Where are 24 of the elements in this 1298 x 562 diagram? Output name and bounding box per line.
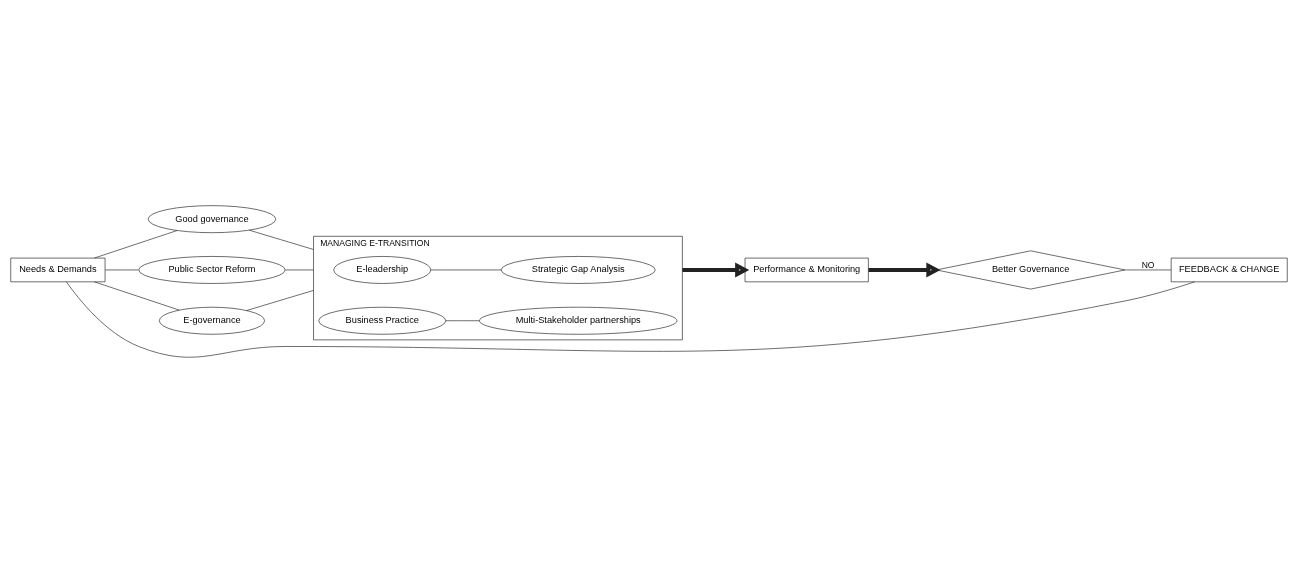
node-ellipse: E-leadership xyxy=(333,255,432,284)
connector xyxy=(1124,269,1172,270)
connector xyxy=(430,269,502,270)
node-ellipse: Public Sector Reform xyxy=(138,255,286,284)
arrow xyxy=(868,262,941,277)
node-box: Performance & Monitoring xyxy=(744,257,869,282)
connector xyxy=(284,269,314,270)
connector xyxy=(66,281,1195,358)
node-ellipse: Strategic Gap Analysis xyxy=(500,255,656,284)
connector xyxy=(104,269,139,270)
node-box: FEEDBACK & CHANGE xyxy=(1170,257,1288,282)
arrow xyxy=(682,262,750,277)
connector xyxy=(246,289,314,311)
connector xyxy=(445,319,480,321)
node-diamond: Better Governance xyxy=(936,250,1126,289)
node-ellipse: Good governance xyxy=(147,204,277,233)
node-ellipse: Multi-Stakeholder partnerships xyxy=(479,306,678,335)
node-ellipse: E-governance xyxy=(158,306,265,335)
node-ellipse: Business Practice xyxy=(318,306,447,335)
connector xyxy=(94,281,180,310)
connector xyxy=(248,229,314,250)
connector xyxy=(94,229,178,258)
node-box: Needs & Demands xyxy=(10,257,106,282)
edge-label: NO xyxy=(1141,259,1155,270)
